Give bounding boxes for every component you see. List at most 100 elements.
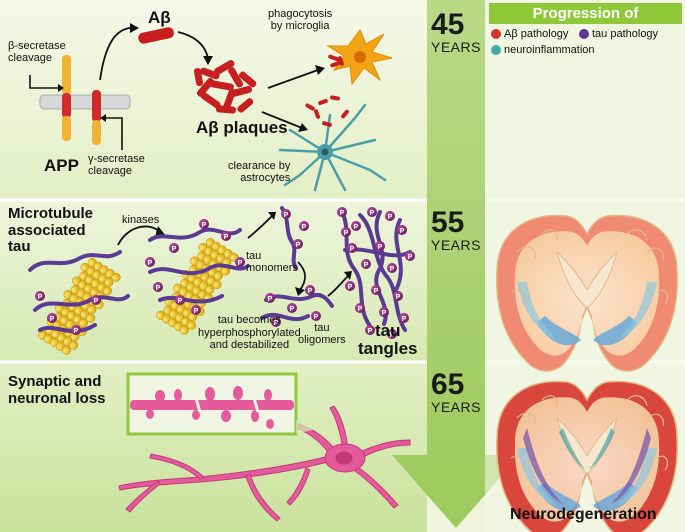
phosphate-group xyxy=(371,285,381,295)
legend-dot-abeta xyxy=(491,29,501,39)
phosphate-letter: P xyxy=(354,224,359,231)
membrane xyxy=(39,94,131,110)
phosphate-letter: P xyxy=(350,246,355,253)
phosphate-group xyxy=(351,221,361,231)
abeta-monomer xyxy=(138,27,174,44)
phosphate-group xyxy=(199,219,209,229)
legend-label-tau: tau pathology xyxy=(592,28,659,40)
phosphate-letter: P xyxy=(156,285,161,292)
abeta-label: Aβ xyxy=(148,8,171,27)
phosphate-group xyxy=(175,295,185,305)
stage-unit-65: YEARS xyxy=(431,399,481,415)
phosphate-letter: P xyxy=(390,332,395,339)
hyperphosphorylated-label: tau becomes hyperphosphorylated and dest… xyxy=(198,314,301,352)
phosphate-group xyxy=(367,207,377,217)
phosphate-letter: P xyxy=(50,316,55,323)
phosphate-letter: P xyxy=(378,244,383,251)
phosphate-group xyxy=(293,239,303,249)
tau-tangles-label: tau tangles xyxy=(358,321,418,358)
phosphate-letter: P xyxy=(148,260,153,267)
phosphate-group xyxy=(287,303,297,313)
phosphate-letter: P xyxy=(374,288,379,295)
phosphate-letter: P xyxy=(308,288,313,295)
progression-arrow xyxy=(392,0,520,528)
phosphate-group xyxy=(399,313,409,323)
phosphate-letter: P xyxy=(390,266,395,273)
arrow-app-to-abeta xyxy=(99,27,131,81)
phosphate-group xyxy=(299,221,309,231)
phosphate-letter: P xyxy=(74,328,79,335)
phosphate-group xyxy=(221,231,231,241)
stage-unit-45: YEARS xyxy=(431,39,481,55)
app-label: APP xyxy=(44,156,79,175)
brain-55-years xyxy=(496,214,678,372)
phosphate-group xyxy=(355,303,365,313)
kinases-label: kinases xyxy=(122,214,160,226)
arrow-to-tangles xyxy=(327,275,349,297)
phosphate-letter: P xyxy=(358,306,363,313)
phosphate-letter: P xyxy=(268,296,273,303)
arrow-to-astrocytes xyxy=(261,111,303,129)
phosphate-letter: P xyxy=(400,228,405,235)
phosphate-letter: P xyxy=(38,294,43,301)
neuron xyxy=(118,405,411,522)
phosphate-group xyxy=(341,227,351,237)
phosphate-letter: P xyxy=(364,262,369,269)
phosphate-letter: P xyxy=(194,308,199,315)
brain-65-years xyxy=(496,380,678,532)
legend-label-abeta: Aβ pathology xyxy=(504,28,569,40)
microtubule-left xyxy=(38,258,121,355)
phosphate-group xyxy=(145,257,155,267)
phosphate-group xyxy=(387,263,397,273)
phosphate-letter: P xyxy=(344,230,349,237)
synaptic-loss-title: Synaptic and neuronal loss xyxy=(8,373,106,407)
phosphate-group xyxy=(271,317,281,327)
gamma-secretase-label: γ-secretase cleavage xyxy=(88,153,145,178)
phosphate-group xyxy=(71,325,81,335)
phagocytosis-label: phagocytosis by microglia xyxy=(268,8,333,33)
dendrite-zoom-box xyxy=(126,372,320,436)
stage-age-55: 55 xyxy=(431,206,465,239)
stage-age-65: 65 xyxy=(431,368,465,401)
phosphate-group xyxy=(397,225,407,235)
gamma-secretase-pointer xyxy=(106,117,123,150)
microtubule-tau-title: Microtubule associated tau xyxy=(8,205,93,255)
phosphate-letter: P xyxy=(284,212,289,219)
phosphate-group xyxy=(393,291,403,301)
phosphate-group xyxy=(337,207,347,217)
phosphate-letter: P xyxy=(340,210,345,217)
tau-oligomers-label: tau oligomers xyxy=(298,322,346,347)
phosphate-letter: P xyxy=(388,214,393,221)
arrow-abeta-to-plaques xyxy=(177,31,209,59)
arrow-to-monomers xyxy=(247,215,273,239)
phosphate-group xyxy=(169,243,179,253)
phosphate-letter: P xyxy=(94,298,99,305)
legend-title: Progression of xyxy=(489,3,682,24)
stage-age-45: 45 xyxy=(431,8,465,41)
phosphate-group xyxy=(345,281,355,291)
legend-dot-tau xyxy=(579,29,589,39)
phosphate-letter: P xyxy=(224,234,229,241)
phosphate-letter: P xyxy=(408,254,413,261)
clearance-label: clearance by astrocytes xyxy=(228,160,291,185)
phosphate-group xyxy=(47,313,57,323)
beta-secretase-pointer xyxy=(29,75,58,89)
phosphate-group xyxy=(235,257,245,267)
phosphate-group xyxy=(35,291,45,301)
phosphate-letter: P xyxy=(314,314,319,321)
legend-dot-neuroinflammation xyxy=(491,45,501,55)
phosphate-group xyxy=(405,251,415,261)
app-protein-1 xyxy=(62,55,71,141)
beta-secretase-label: β-secretase cleavage xyxy=(8,40,66,65)
tau-monomers-label: tau monomers xyxy=(246,250,298,275)
phosphate-letter: P xyxy=(178,298,183,305)
phosphate-letter: P xyxy=(202,222,207,229)
phosphate-letter: P xyxy=(296,242,301,249)
phosphate-group xyxy=(311,311,321,321)
arrow-to-microglia xyxy=(267,69,319,89)
phosphate-letter: P xyxy=(402,316,407,323)
app-protein-2 xyxy=(92,90,101,145)
abeta-fragments xyxy=(305,95,349,127)
